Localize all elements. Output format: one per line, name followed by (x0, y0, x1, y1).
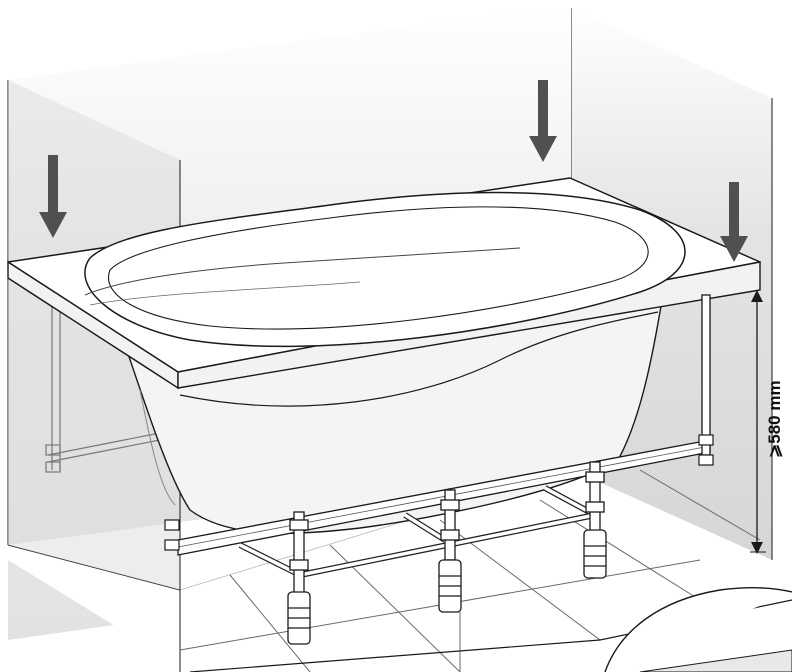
height-dimension: ⩾580 mm (750, 290, 784, 554)
adjustable-leg (438, 489, 462, 613)
hidden-left-frame (45, 300, 176, 473)
corner-bolt (164, 434, 714, 551)
down-arrow-icon (39, 155, 67, 238)
down-arrow-icon (529, 80, 557, 162)
down-arrow-icon (720, 182, 748, 262)
adjustable-leg (583, 461, 607, 579)
height-dimension-label: ⩾580 mm (765, 380, 784, 458)
adjustable-leg (287, 511, 311, 645)
bathtub-basin (84, 191, 686, 348)
detail-zoom-circle (604, 587, 792, 672)
